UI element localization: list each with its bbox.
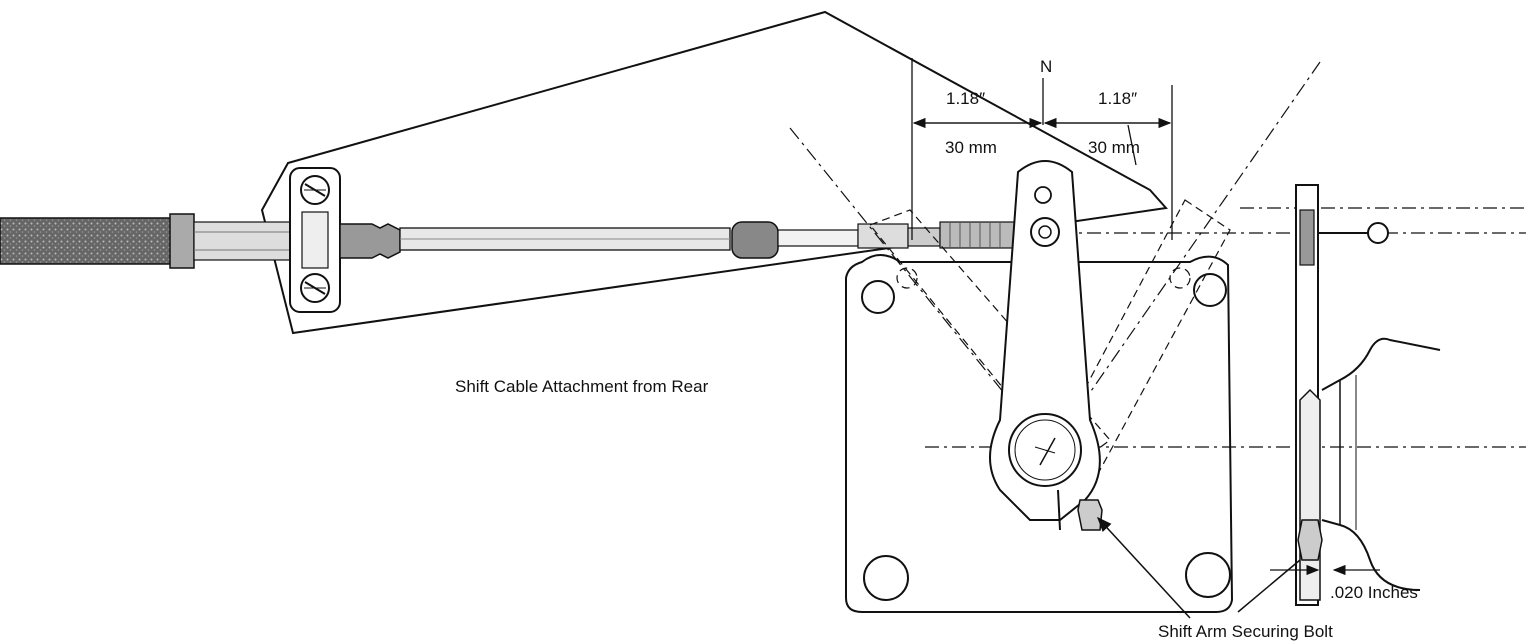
clearance-label: .020 Inches <box>1330 583 1418 602</box>
securing-bolt-icon <box>1077 499 1103 531</box>
cable-clamp <box>289 167 341 313</box>
dim-right-mm: 30 mm <box>1088 138 1140 157</box>
bolt-leader <box>1096 516 1301 619</box>
mount-hole-icon <box>861 280 895 314</box>
mount-hole-icon <box>863 555 909 601</box>
center-lines <box>789 61 1526 451</box>
dim-right-inches: 1.18″ <box>1098 89 1137 108</box>
shift-arm <box>989 160 1103 531</box>
cable-end-fitting <box>339 221 1021 259</box>
dim-left-mm: 30 mm <box>945 138 997 157</box>
dim-left-inches: 1.18″ <box>946 89 985 108</box>
rear-view-caption: Shift Cable Attachment from Rear <box>455 377 709 396</box>
cable-conduit <box>0 213 291 269</box>
mount-hole-icon <box>1193 273 1227 307</box>
dimension-lines <box>911 58 1173 240</box>
arm-side-view <box>1295 184 1441 606</box>
mount-hole-icon <box>1185 552 1231 598</box>
bolt-label: Shift Arm Securing Bolt <box>1158 622 1333 641</box>
neutral-label: N <box>1040 57 1052 76</box>
